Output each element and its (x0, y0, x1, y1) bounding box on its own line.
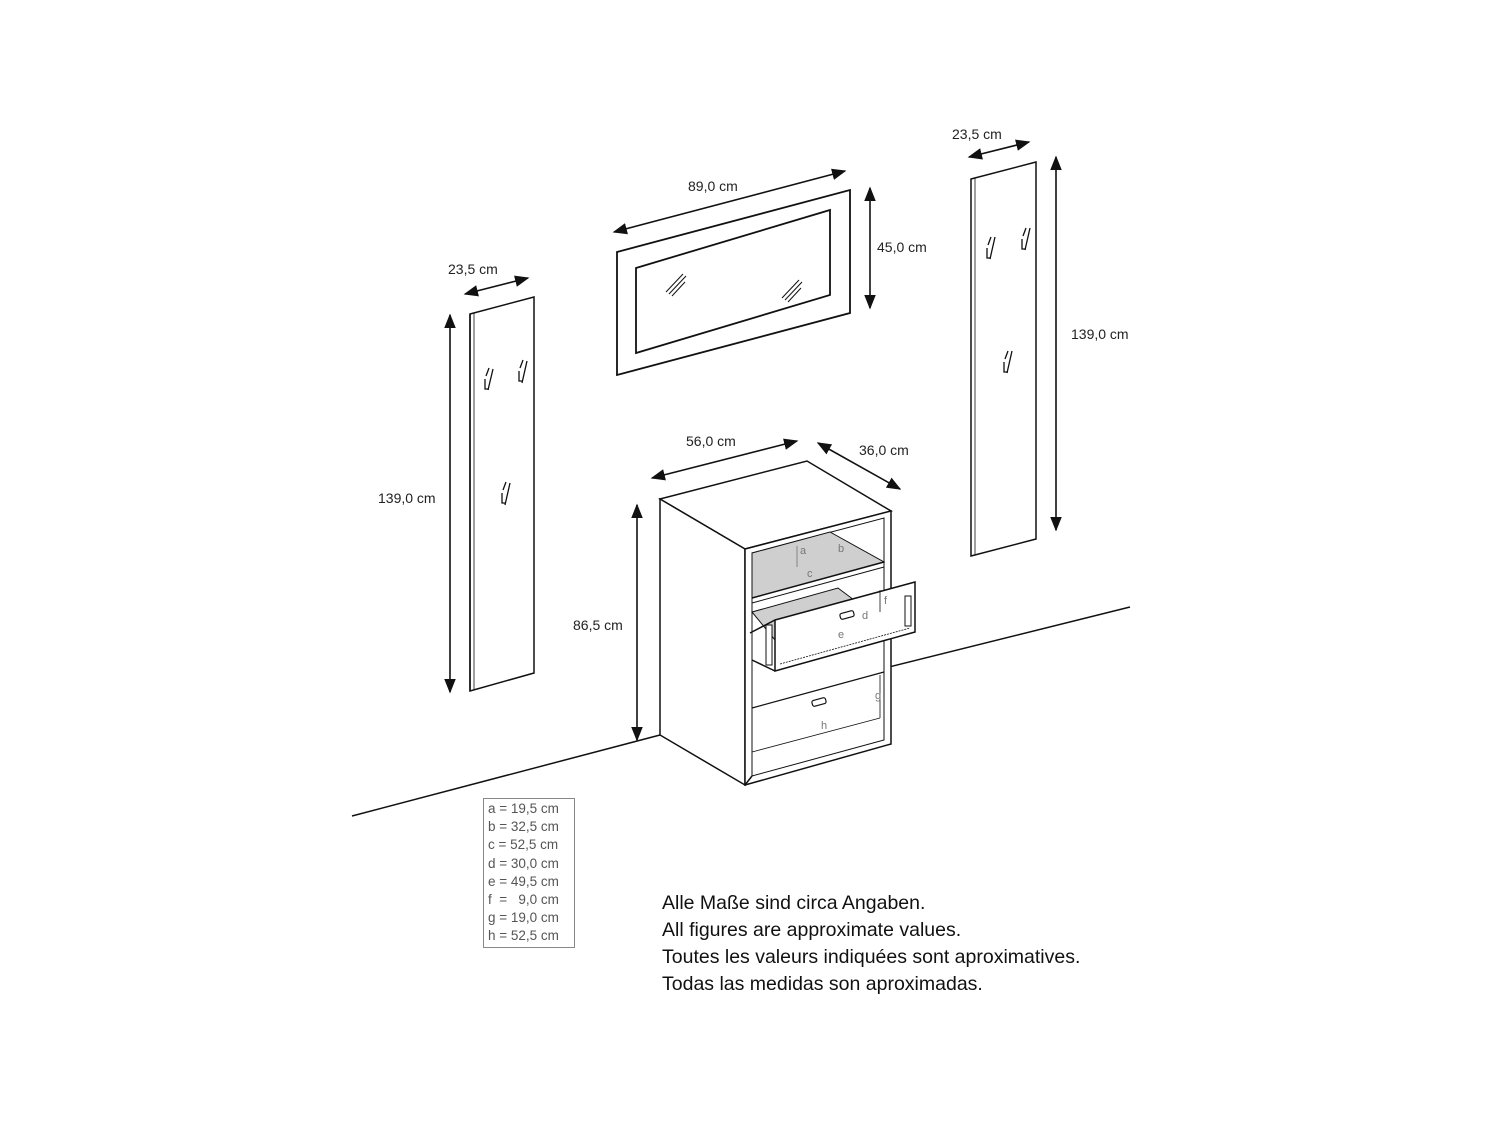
right-coat-panel (970, 161, 1037, 557)
drawer-handle-icon (839, 610, 855, 620)
cabinet-height-label: 86,5 cm (573, 617, 623, 633)
mirror-width-arrow (612, 168, 847, 235)
mirror (616, 188, 851, 377)
right-panel-width-label: 23,5 cm (952, 126, 1002, 142)
hook-icon (986, 227, 1031, 374)
left-coat-panel (469, 296, 535, 692)
note-english: All figures are approximate values. (662, 919, 962, 941)
cabinet-width-label: 56,0 cm (686, 433, 736, 449)
drawer-handle-icon (811, 697, 827, 707)
label-h: h (821, 720, 827, 732)
legend-e: e = 49,5 cm (488, 873, 559, 889)
cabinet-depth-label: 36,0 cm (859, 442, 909, 458)
right-panel-height-label: 139,0 cm (1071, 326, 1129, 342)
mirror-height-label: 45,0 cm (877, 239, 927, 255)
legend-b: b = 32,5 cm (488, 819, 559, 835)
cabinet-width-arrow (650, 438, 799, 481)
hook-icon (484, 359, 528, 506)
cabinet-depth-arrow (816, 442, 902, 490)
left-panel-width-label: 23,5 cm (448, 261, 498, 277)
floor-line (351, 606, 1131, 817)
label-g: g (875, 690, 881, 702)
label-d: d (862, 610, 868, 622)
glass-reflection-icon (665, 273, 803, 303)
left-panel-height-label: 139,0 cm (378, 490, 436, 506)
label-e: e (838, 629, 844, 641)
note-french: Toutes les valeurs indiquées sont aproxi… (662, 946, 1081, 968)
right-panel-width-arrow (967, 139, 1031, 160)
mirror-width-label: 89,0 cm (688, 178, 738, 194)
label-c: c (807, 568, 813, 580)
legend-c: c = 52,5 cm (488, 837, 559, 853)
legend-f: f = 9,0 cm (488, 892, 559, 908)
label-f: f (884, 595, 888, 607)
disclaimer-notes: Alle Maße sind circa Angaben. All figure… (662, 890, 1080, 998)
dimension-legend: a = 19,5 cm b = 32,5 cm c = 52,5 cm d = … (483, 798, 575, 948)
label-b: b (838, 543, 844, 555)
note-spanish: Todas las medidas son aproximadas. (662, 973, 983, 995)
legend-h: h = 52,5 cm (488, 928, 559, 944)
legend-d: d = 30,0 cm (488, 855, 559, 871)
left-panel-width-arrow (463, 275, 530, 297)
legend-a: a = 19,5 cm (488, 801, 559, 816)
legend-g: g = 19,0 cm (488, 910, 559, 926)
cabinet (658, 460, 916, 787)
note-german: Alle Maße sind circa Angaben. (662, 892, 926, 914)
label-a: a (800, 545, 807, 557)
